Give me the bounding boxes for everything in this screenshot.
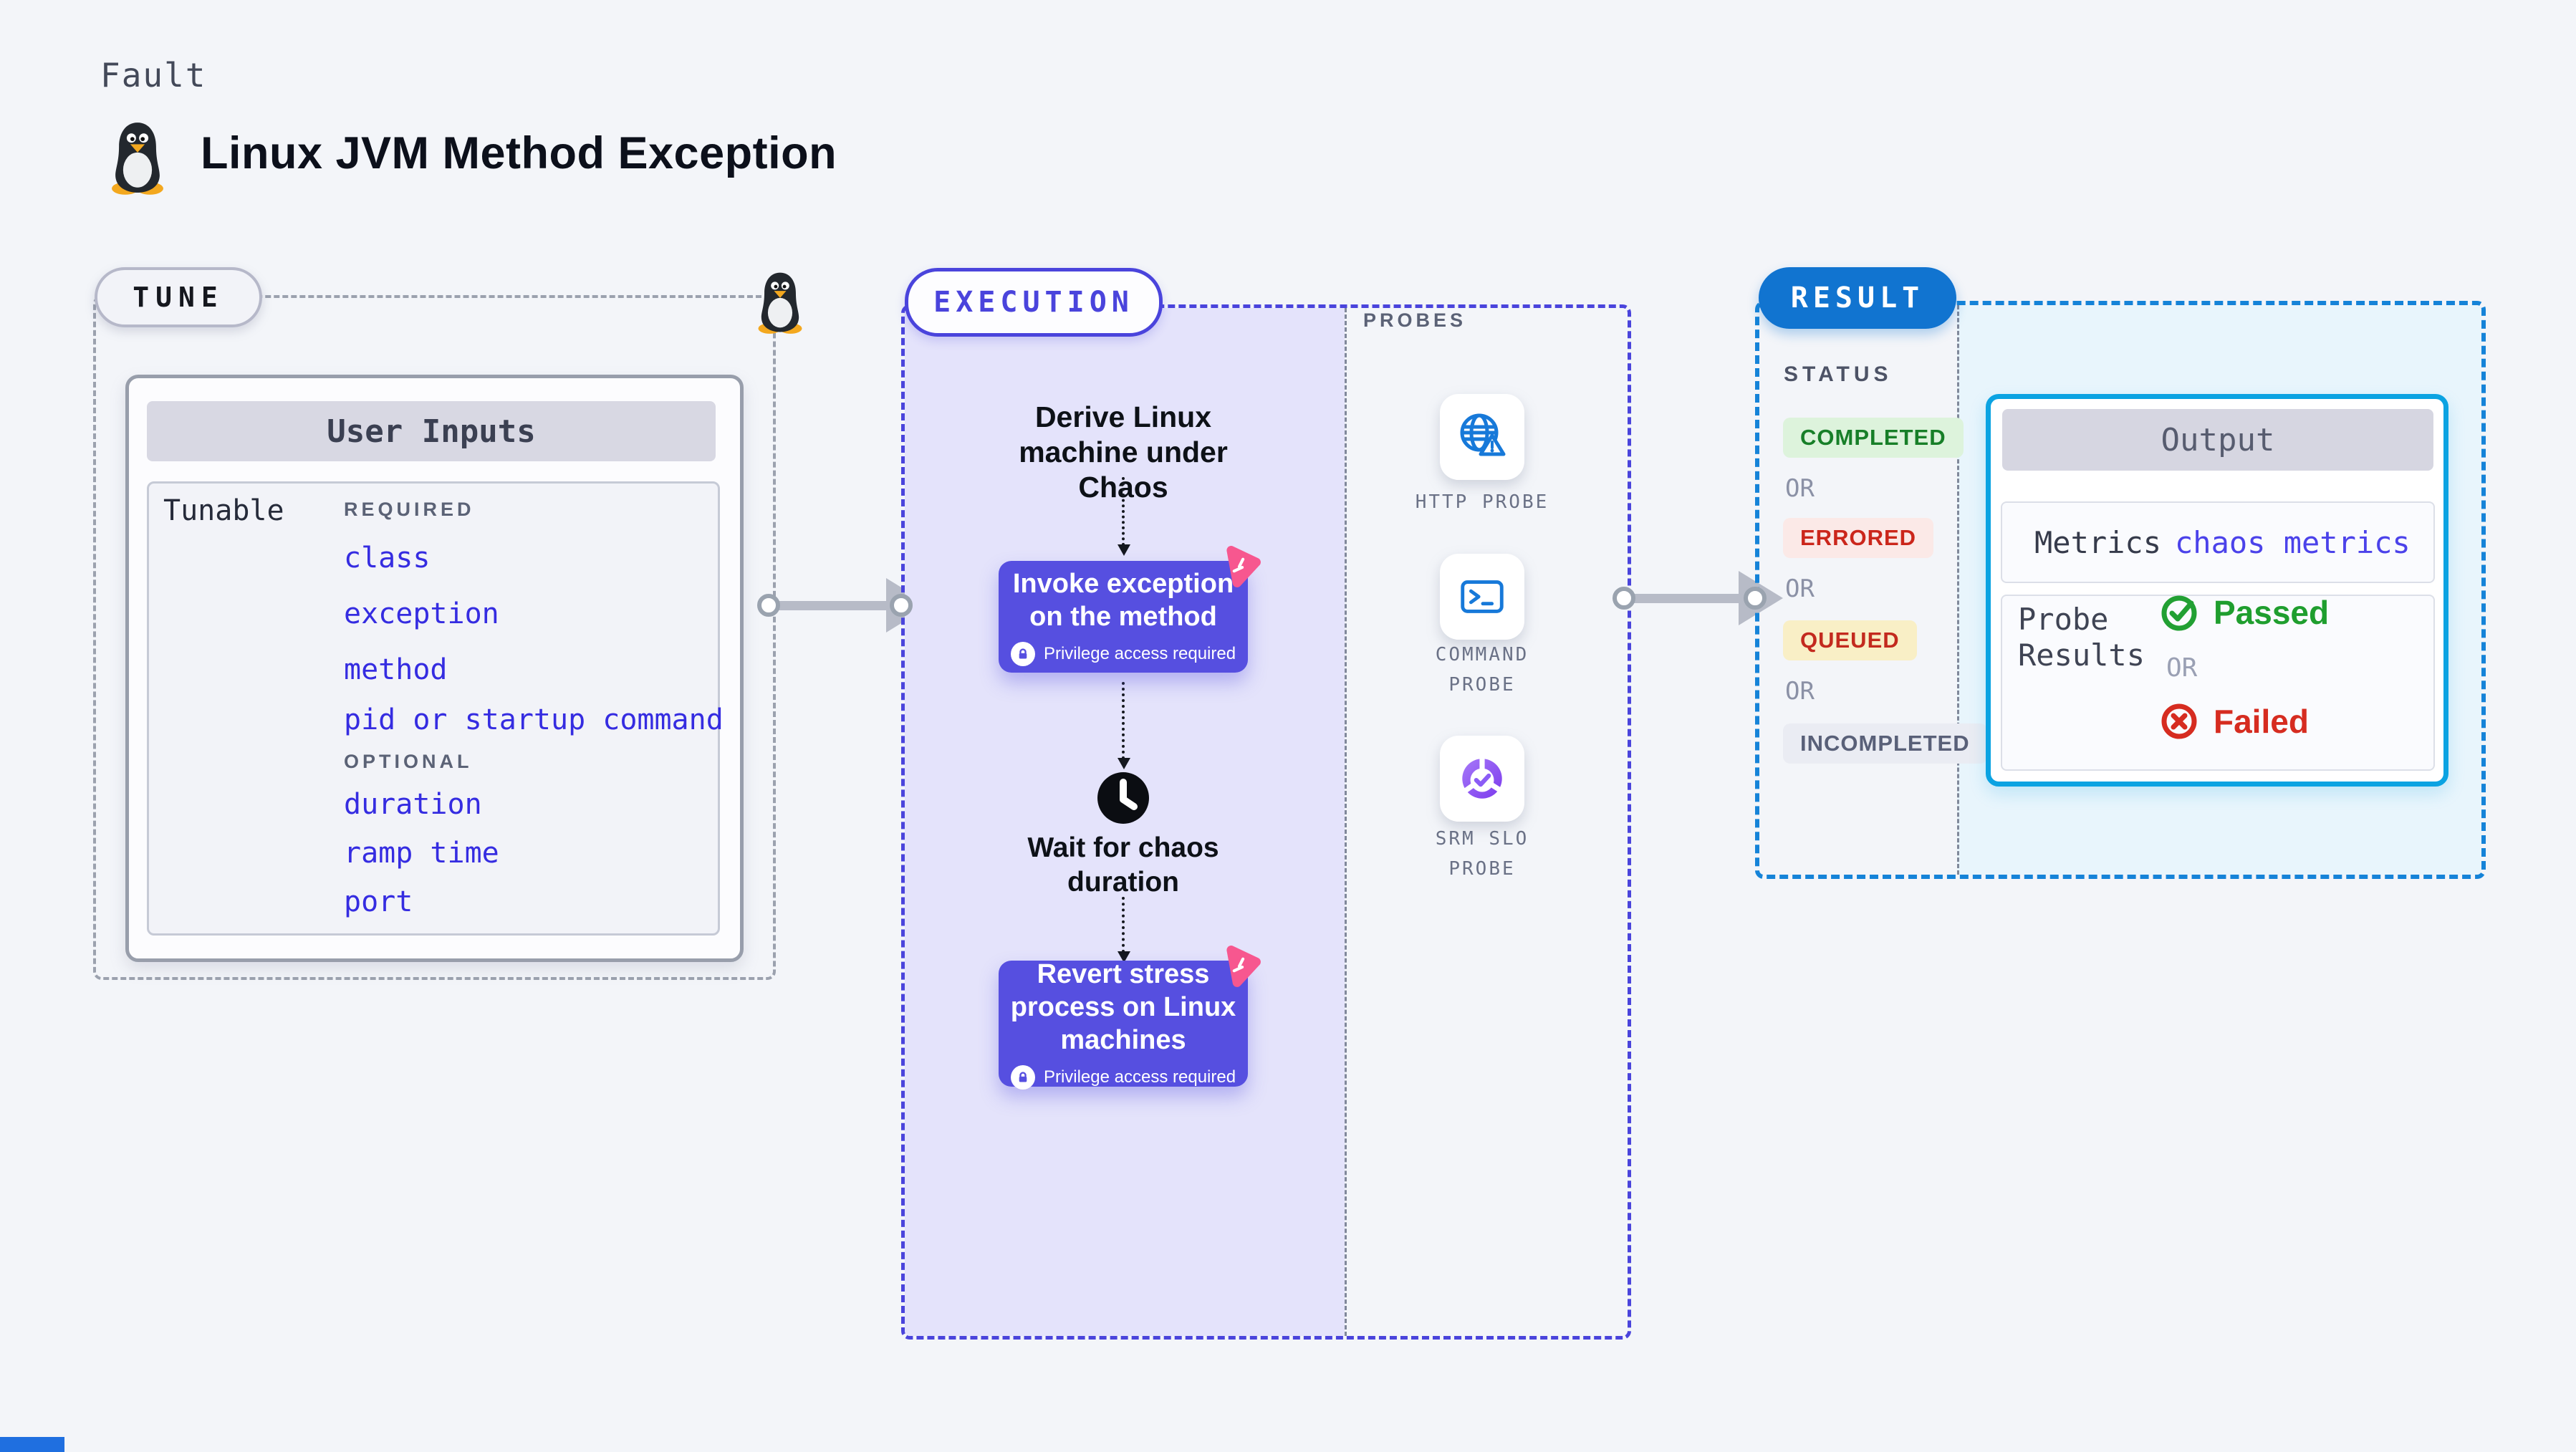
probe-card-srm-slo [1440, 736, 1524, 822]
probe-label-command: COMMAND PROBE [1435, 644, 1529, 696]
probe-results-label: Probe Results [2018, 602, 2145, 673]
tunable-link-duration[interactable]: duration [344, 788, 482, 821]
footer-artifact [0, 1437, 64, 1452]
action-node-revert-stress: Revert stress process on Linux machines … [999, 959, 1248, 1090]
privilege-note: Privilege access required [1010, 642, 1236, 666]
action-node-invoke-exception: Invoke exception on the method Privilege… [999, 561, 1248, 673]
tunable-link-method[interactable]: method [344, 653, 448, 686]
tux-penguin-icon [112, 122, 163, 195]
result-pill: RESULT [1759, 267, 1956, 329]
lock-icon [1010, 642, 1035, 666]
status-label: STATUS [1784, 362, 1893, 386]
status-badge-errored: ERRORED [1783, 518, 1934, 558]
privilege-note: Privilege access required [1010, 1065, 1236, 1090]
probe-label-http: HTTP PROBE [1415, 491, 1549, 513]
tunable-link-port[interactable]: port [344, 885, 413, 918]
failed-result: Failed [2161, 702, 2309, 741]
execution-probes-divider [1345, 308, 1347, 1336]
tunable-link-pid-or-startup-command[interactable]: pid or startup command [344, 703, 724, 736]
metrics-row [2001, 501, 2435, 583]
or-separator: OR [1785, 677, 1815, 706]
tunable-link-exception[interactable]: exception [344, 597, 499, 630]
globe-alert-icon [1460, 413, 1506, 456]
slo-donut-check-icon [1462, 756, 1502, 799]
lock-icon [1010, 1065, 1035, 1090]
chaos-fault-icon [1226, 946, 1261, 987]
probe-results-row [2001, 595, 2435, 771]
tunable-label: Tunable [163, 494, 284, 527]
user-inputs-header: User Inputs [147, 401, 716, 461]
tune-pill: TUNE [95, 267, 262, 327]
flow-arrow-2 [1118, 682, 1130, 769]
required-label: REQUIRED [344, 499, 475, 520]
status-badge-incompleted: INCOMPLETED [1783, 723, 1987, 764]
tunable-box [147, 481, 720, 936]
probe-card-http [1440, 394, 1524, 480]
passed-result: Passed [2161, 593, 2329, 632]
status-output-divider [1957, 305, 1959, 875]
tux-penguin-icon-small [758, 272, 802, 334]
fault-kicker: Fault [100, 56, 207, 95]
status-badge-completed: COMPLETED [1783, 418, 1964, 458]
or-separator: OR [1785, 474, 1815, 503]
probes-label: PROBES [1363, 309, 1467, 331]
execution-pill: EXECUTION [905, 268, 1163, 337]
tunable-link-ramp-time[interactable]: ramp time [344, 837, 499, 870]
chaos-fault-icon [1226, 546, 1261, 587]
metrics-label: Metrics [2034, 525, 2162, 560]
x-circle-icon [2161, 703, 2197, 739]
flow-arrow-1 [1118, 477, 1130, 556]
arrow-execution-to-result [1613, 571, 1783, 625]
clock-icon [1097, 772, 1149, 824]
step-wait-duration: Wait for chaos duration [1027, 832, 1219, 898]
tune-section-box [93, 295, 776, 980]
flow-arrow-3 [1118, 897, 1130, 963]
or-separator: OR [2166, 653, 2198, 683]
arrow-tune-to-execution [757, 578, 931, 633]
probe-label-srm-slo: SRM SLO PROBE [1435, 828, 1529, 880]
optional-label: OPTIONAL [344, 751, 473, 772]
metrics-value-link[interactable]: chaos metrics [2175, 525, 2411, 560]
output-header: Output [2002, 409, 2433, 471]
check-circle-icon [2161, 595, 2197, 631]
probe-card-command [1440, 554, 1524, 640]
terminal-icon [1461, 580, 1504, 613]
status-badge-queued: QUEUED [1783, 620, 1917, 660]
page-title: Linux JVM Method Exception [201, 128, 837, 178]
or-separator: OR [1785, 574, 1815, 603]
tunable-link-class[interactable]: class [344, 542, 431, 574]
